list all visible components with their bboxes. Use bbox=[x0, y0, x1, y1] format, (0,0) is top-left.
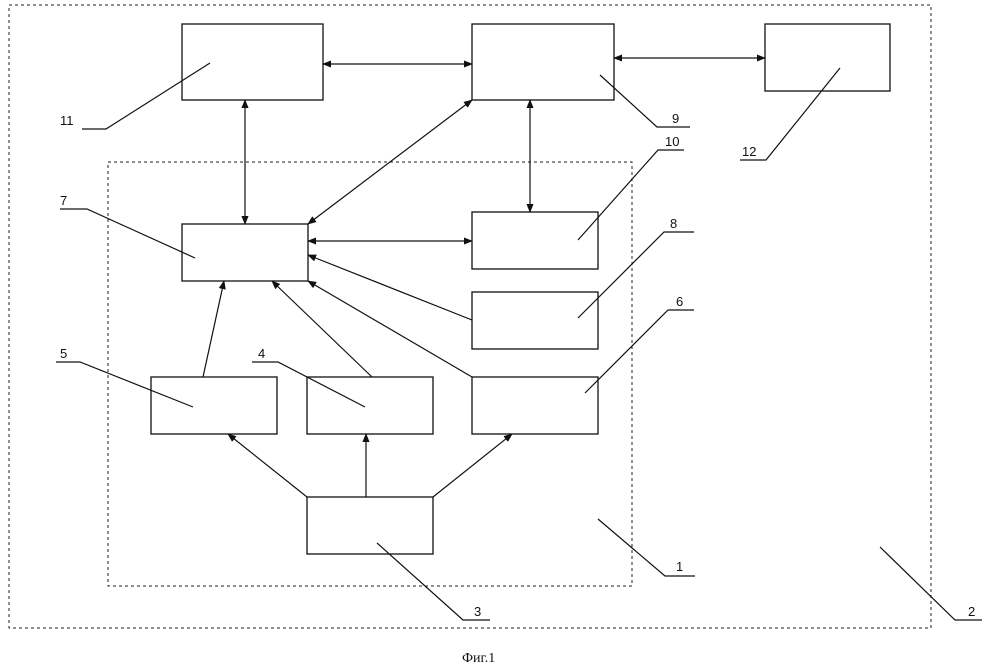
block-5 bbox=[151, 377, 277, 434]
leader-7 bbox=[60, 209, 195, 258]
block-3 bbox=[307, 497, 433, 554]
link-8-7 bbox=[308, 255, 472, 320]
block-12 bbox=[765, 24, 890, 91]
ref-label-4: 4 bbox=[258, 346, 265, 361]
ref-label-3: 3 bbox=[474, 604, 481, 619]
block-10 bbox=[472, 212, 598, 269]
ref-label-5: 5 bbox=[60, 346, 67, 361]
ref-label-6: 6 bbox=[676, 294, 683, 309]
link-4-7 bbox=[272, 281, 372, 377]
figure-caption: Фиг.1 bbox=[462, 651, 495, 666]
ref-label-1: 1 bbox=[676, 559, 683, 574]
block-11 bbox=[182, 24, 323, 100]
link-5-7 bbox=[203, 281, 224, 377]
ref-label-9: 9 bbox=[672, 111, 679, 126]
leader-6 bbox=[585, 310, 694, 393]
link-3-5 bbox=[228, 434, 307, 497]
block-6 bbox=[472, 377, 598, 434]
ref-label-10: 10 bbox=[665, 134, 679, 149]
block-9 bbox=[472, 24, 614, 100]
block-8 bbox=[472, 292, 598, 349]
link-6-7 bbox=[308, 281, 472, 377]
ref-label-12: 12 bbox=[742, 144, 756, 159]
outer-system-boundary bbox=[9, 5, 931, 628]
ref-label-8: 8 bbox=[670, 216, 677, 231]
ref-label-11: 11 bbox=[60, 113, 74, 128]
ref-label-2: 2 bbox=[968, 604, 975, 619]
block-4 bbox=[307, 377, 433, 434]
ref-label-7: 7 bbox=[60, 193, 67, 208]
block-7 bbox=[182, 224, 308, 281]
link-3-6 bbox=[433, 434, 512, 497]
